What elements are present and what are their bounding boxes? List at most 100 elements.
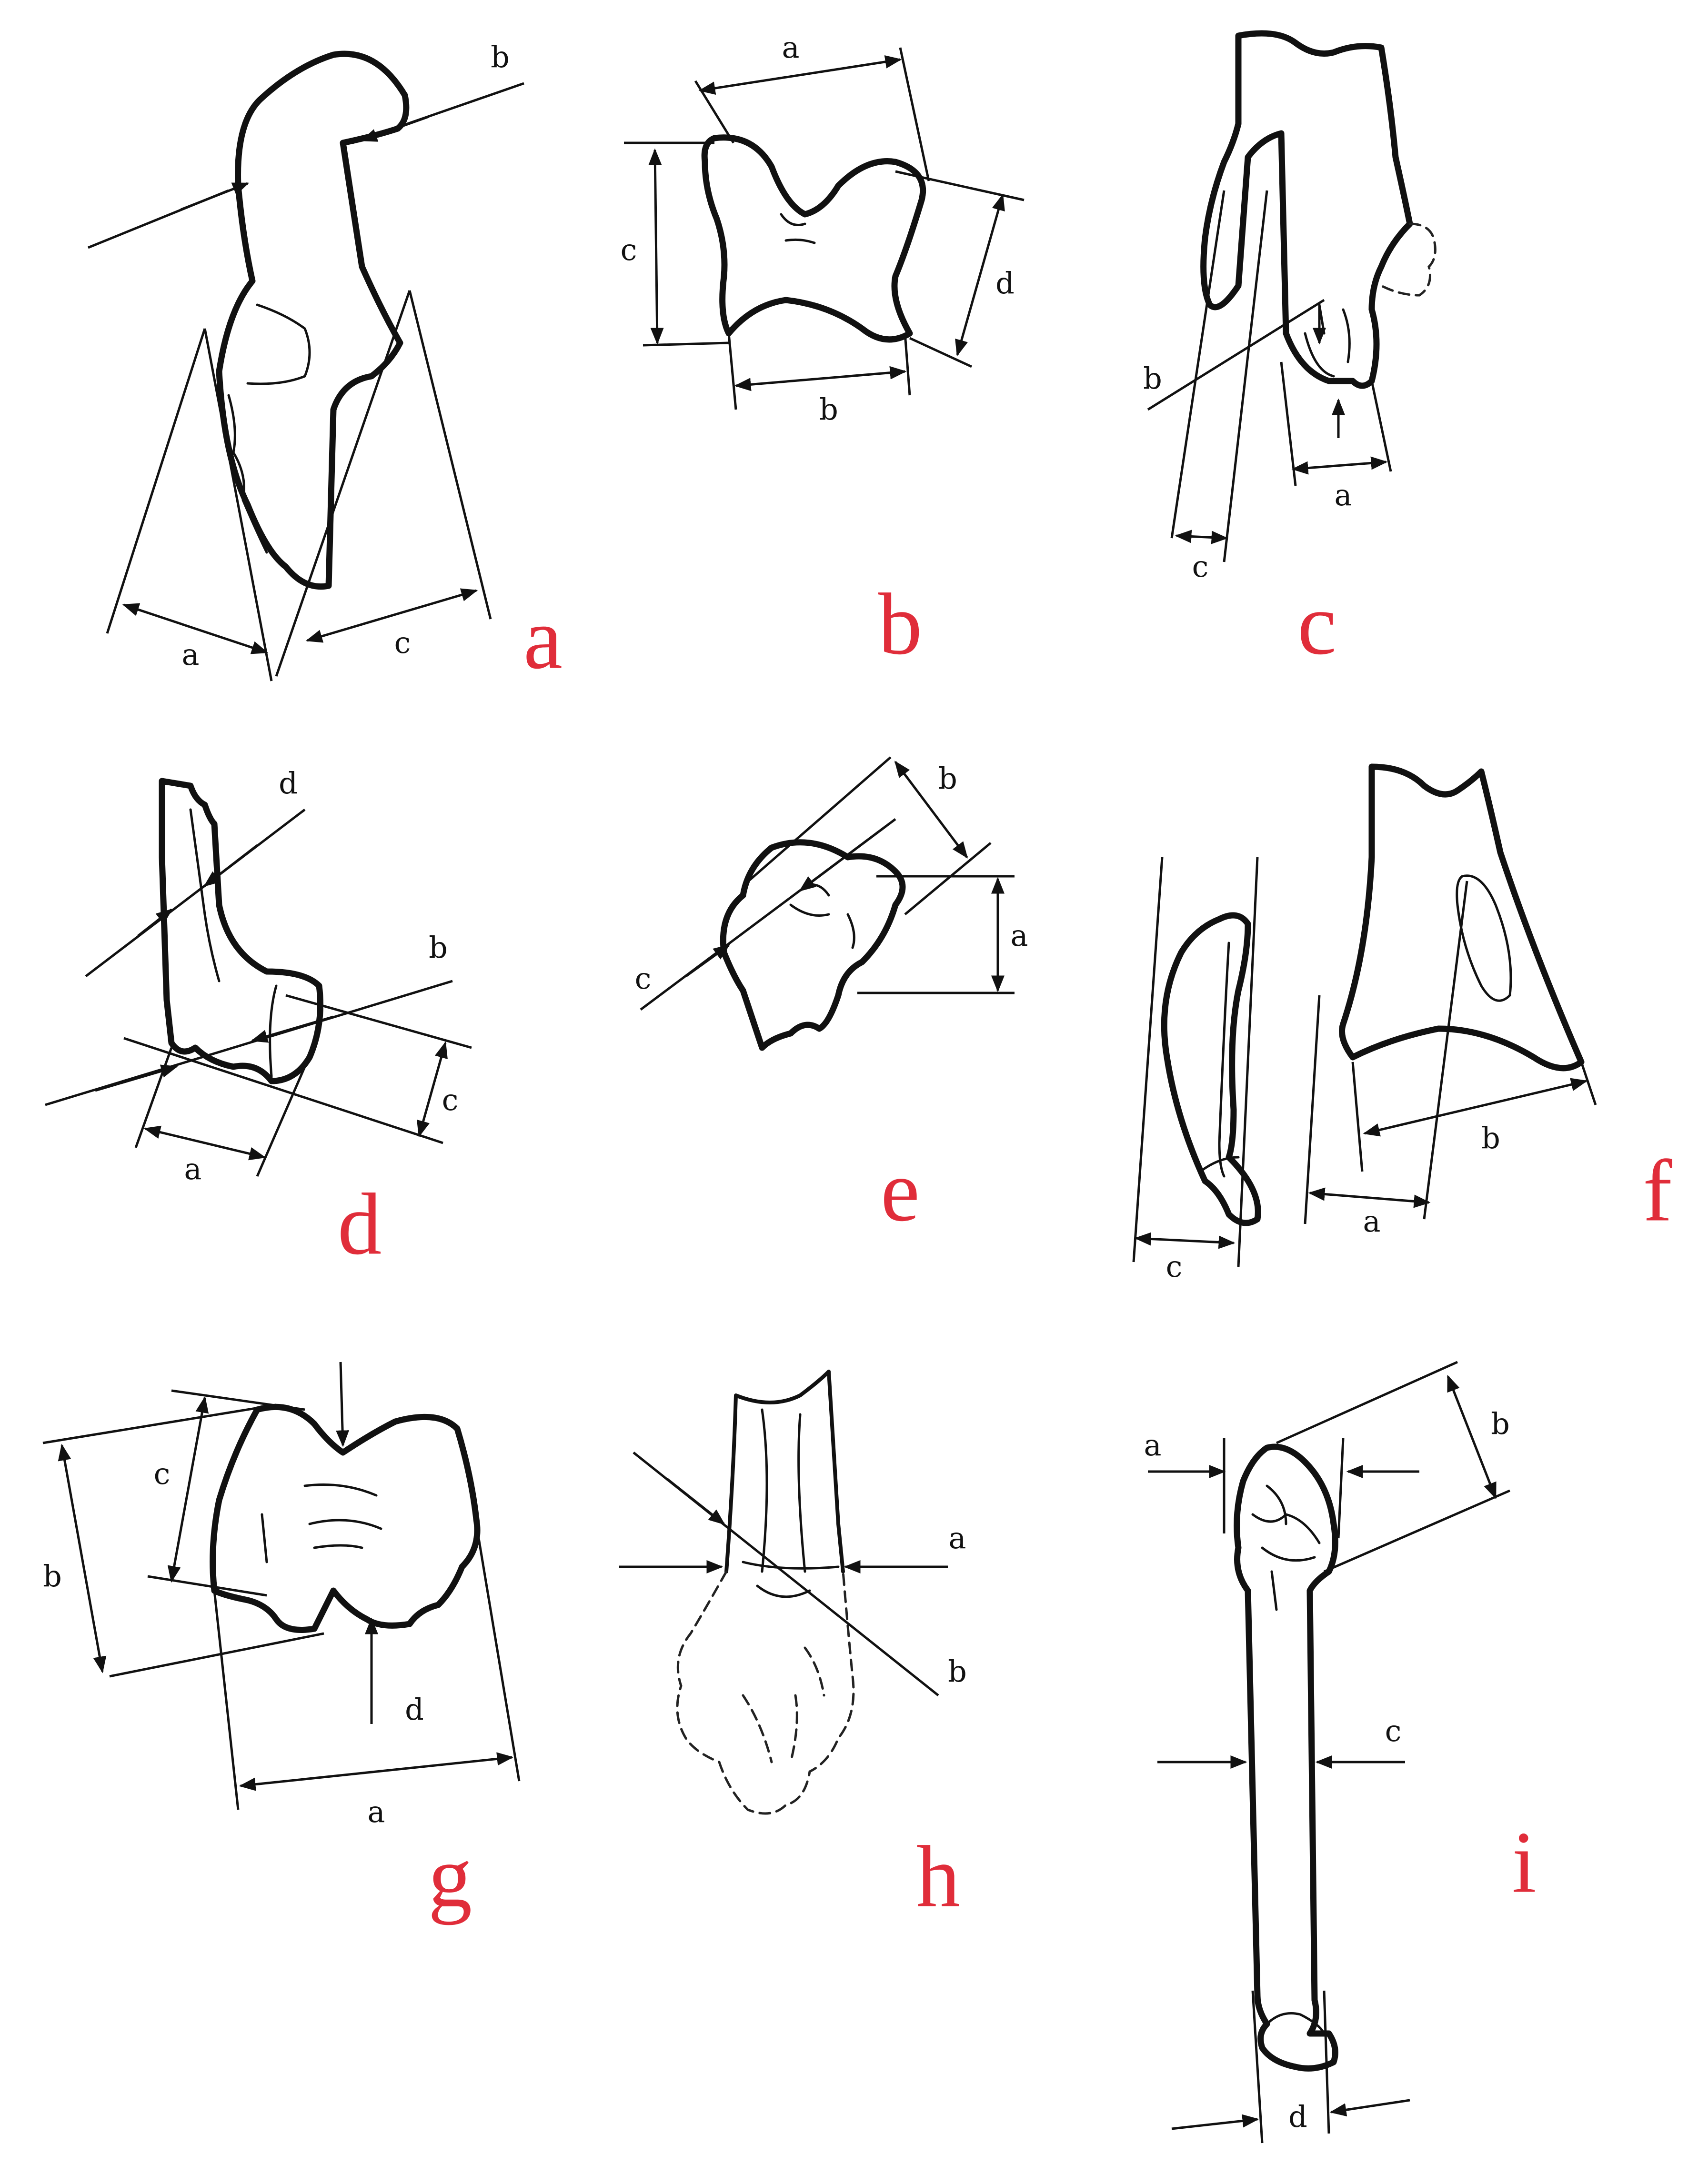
dimension-b-a: [698, 55, 902, 95]
measure-line-f-b2: [1575, 1047, 1597, 1105]
panel-label-a: a: [523, 590, 563, 687]
measure-label-b: b: [938, 761, 957, 796]
dimension-c-a: [1291, 456, 1388, 475]
measure-line-d-c2: [123, 1037, 443, 1144]
measure-label-a: a: [782, 30, 800, 65]
dimension-f-b: [1363, 1078, 1588, 1137]
panel-d: a b c d d: [45, 766, 472, 1273]
measure-label-c: c: [154, 1456, 171, 1491]
arrow-d-b2: [251, 1015, 334, 1043]
measure-line-f-c1: [1132, 857, 1164, 1262]
measure-line-a1: [106, 328, 206, 634]
measure-line-a2: [203, 328, 273, 681]
measure-line-b-d2: [909, 337, 973, 368]
measure-line-d-a1: [134, 1047, 173, 1148]
dimension-b-d: [955, 193, 1005, 357]
dimension-i-b: [1447, 1374, 1497, 1500]
measure-line-c2: [408, 290, 492, 620]
panel-c: a b c c: [1143, 30, 1437, 673]
dimension-b-b: [734, 366, 907, 391]
bone-detail-i: [1251, 1484, 1321, 1611]
measure-label-b: b: [429, 930, 448, 965]
arrow-e-c2: [799, 825, 887, 892]
panel-g: a b c d g: [42, 1362, 521, 1925]
dimension-g-a: [239, 1752, 514, 1791]
panel-i: a b c d i: [1144, 1361, 1537, 2144]
bone-outline-c: [1200, 30, 1413, 389]
arrow-b-in: [181, 182, 250, 211]
panel-f: a b c f: [1132, 763, 1672, 1284]
bone-detail-e: [789, 883, 855, 949]
bone-outline-f-side: [1161, 912, 1261, 1226]
measure-label-b: b: [491, 40, 510, 74]
panel-e: a b c e: [635, 756, 1028, 1240]
panel-label-i: i: [1512, 1813, 1536, 1911]
measure-line-f-c2: [1237, 857, 1259, 1267]
bone-detail-d: [189, 808, 278, 1078]
arrow-d-d2: [203, 844, 258, 887]
measure-line-g-b2: [109, 1632, 324, 1678]
panel-label-h: h: [916, 1828, 961, 1925]
measure-label-a: a: [1144, 1428, 1162, 1463]
measure-line-e-b2: [904, 842, 992, 915]
panel-label-d: d: [338, 1175, 382, 1273]
measure-label-c: c: [1192, 549, 1209, 584]
measure-line-i-b2: [1324, 1489, 1510, 1573]
dimension-f-c: [1134, 1232, 1236, 1249]
dimension-a-a: [122, 603, 269, 654]
dimension-f-a: [1308, 1187, 1431, 1208]
bone-fragment-h: [676, 1570, 855, 1815]
measure-line-g-a1: [213, 1590, 240, 1810]
bone-condyle-i: [1266, 2012, 1326, 2035]
measure-label-a: a: [1335, 478, 1352, 512]
panel-h: a b h: [619, 1370, 967, 1925]
measure-label-c: c: [1385, 1713, 1402, 1748]
bone-detail-b: [780, 213, 816, 244]
bone-outline-e: [720, 839, 906, 1051]
arrow-b-in2: [360, 115, 429, 142]
measure-line-g-b1: [42, 1403, 277, 1444]
arrow-i-d1: [1171, 2114, 1259, 2130]
arrow-i-d2: [1329, 2099, 1410, 2117]
measure-label-b: b: [1143, 361, 1162, 396]
measure-line-e-b1: [742, 756, 892, 887]
panel-a: a b c a: [88, 40, 563, 687]
measure-line-f-b1: [1351, 1062, 1364, 1172]
measure-label-c: c: [442, 1082, 459, 1117]
bone-outline-b: [701, 134, 926, 343]
measure-label-c: c: [621, 232, 637, 267]
measure-line-i-b1: [1276, 1361, 1458, 1444]
measure-line-d-c1: [285, 994, 472, 1049]
measure-line-i-d1: [1251, 1990, 1264, 2144]
measure-line-c-a2: [1370, 381, 1392, 472]
measure-line-f-a2: [1423, 881, 1468, 1220]
dimension-g-c: [167, 1396, 209, 1583]
bone-outline-g: [210, 1403, 481, 1633]
bone-detail-h: [742, 1408, 840, 1598]
measure-line-g-c1: [171, 1389, 305, 1411]
bone-outline-i: [1234, 1443, 1338, 2072]
measure-line-b-a2: [899, 47, 930, 181]
measure-label-d: d: [279, 766, 298, 801]
measure-label-c: c: [394, 625, 411, 660]
measure-line-b-d1: [895, 170, 1025, 201]
panel-label-g: g: [428, 1828, 472, 1925]
dimension-d-c: [417, 1041, 448, 1138]
arrow-e-c1: [685, 944, 730, 978]
bone-outline-f-front: [1339, 763, 1585, 1072]
measure-label-a: a: [184, 1152, 202, 1186]
dimension-c-c: [1175, 530, 1228, 544]
measure-line-d-d: [85, 809, 306, 977]
bone-detail-f-side: [1199, 942, 1240, 1178]
arrow-g-top: [336, 1362, 350, 1447]
measure-label-c: c: [635, 961, 652, 996]
measure-label-a: a: [1363, 1204, 1381, 1239]
bone-fragment-h2: [742, 1646, 825, 1763]
bone-fragment-c: [1380, 222, 1437, 297]
measure-label-b: b: [948, 1654, 967, 1689]
measure-label-d: d: [1288, 2099, 1307, 2134]
measure-label-b: b: [819, 392, 838, 427]
bone-outline-d: [159, 778, 323, 1084]
panel-label-c: c: [1297, 575, 1336, 673]
measure-label-a: a: [368, 1794, 385, 1829]
